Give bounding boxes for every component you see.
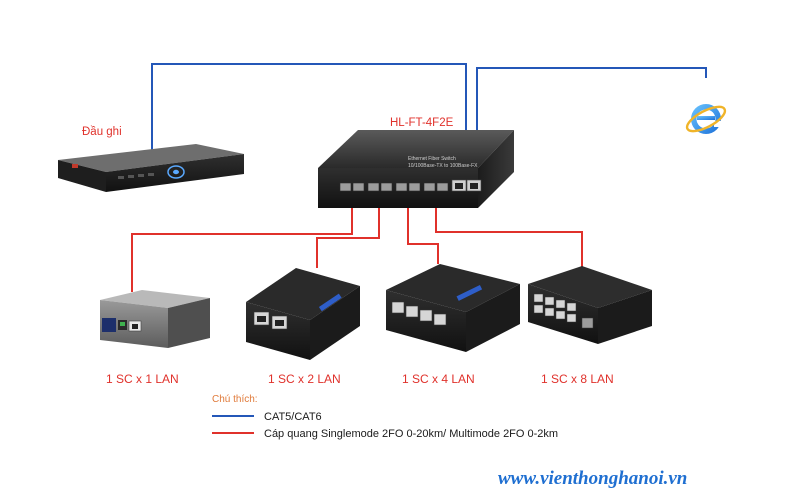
fiber-cable-2 <box>316 200 380 268</box>
converter-1sc-1lan <box>100 290 210 348</box>
fiber-cable-4 <box>435 200 583 268</box>
switch-model-label: HL-FT-4F2E <box>390 117 454 129</box>
fiber-cable-lines <box>131 200 583 292</box>
fiber-switch-device <box>318 130 514 208</box>
legend-title: Chú thích: <box>212 394 258 405</box>
video-recorder-device <box>58 144 244 192</box>
legend: Chú thích: CAT5/CAT6 Cáp quang Singlemod… <box>212 394 558 440</box>
recorder-label: Đầu ghi <box>82 126 122 138</box>
converter-label-2: 1 SC x 2 LAN <box>268 372 341 386</box>
converter-label-3: 1 SC x 4 LAN <box>402 372 475 386</box>
converter-1sc-4lan <box>386 264 520 352</box>
switch-face-subtitle: 10/100Base-TX to 100Base-FX <box>408 163 478 169</box>
converter-1sc-2lan <box>246 268 360 360</box>
fiber-cable-3 <box>407 200 439 264</box>
fiber-cable-1 <box>131 200 353 292</box>
legend-label-cat: CAT5/CAT6 <box>264 411 322 423</box>
internet-explorer-icon <box>685 104 727 134</box>
switch-face-title: Ethernet Fiber Switch <box>408 156 456 162</box>
converter-label-4: 1 SC x 8 LAN <box>541 372 614 386</box>
legend-label-fiber: Cáp quang Singlemode 2FO 0-20km/ Multimo… <box>264 428 558 440</box>
website-url: www.vienthonghanoi.vn <box>498 468 687 489</box>
converter-1sc-8lan <box>528 266 652 344</box>
cat-cable-lines <box>151 63 707 158</box>
cat-cable-recorder-to-switch <box>151 63 467 158</box>
cat-cable-switch-to-browser <box>476 67 707 133</box>
converter-label-1: 1 SC x 1 LAN <box>106 372 179 386</box>
